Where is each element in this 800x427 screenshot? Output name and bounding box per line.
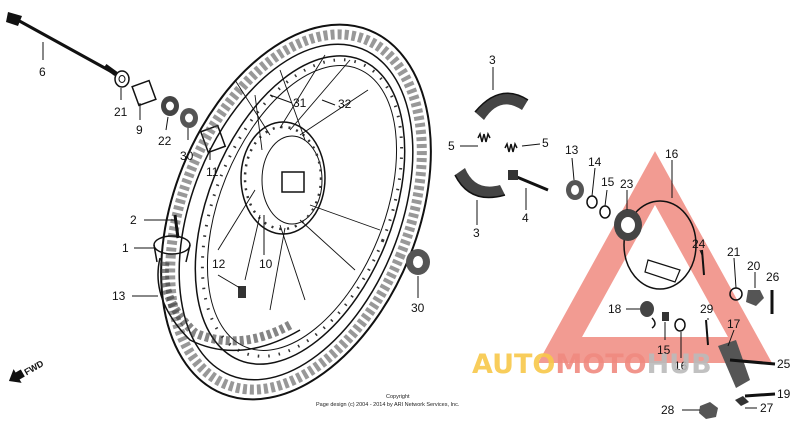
part-label-27: 27 [760, 401, 774, 415]
svg-text:AUTOMOTOHUB: AUTOMOTOHUB [472, 349, 712, 380]
hardware-parts [640, 249, 776, 419]
bearing-part-2 [180, 108, 198, 128]
arrow-left-icon [8, 369, 25, 383]
part-label-3-lower: 3 [473, 226, 480, 240]
part-label-31: 31 [293, 96, 307, 110]
brake-shoe-lower [454, 168, 506, 199]
fwd-label: FWD [23, 358, 46, 377]
part-label-3-upper: 3 [489, 53, 496, 67]
part-label-14: 16 [665, 147, 679, 161]
watermark-moto: MOTO [555, 349, 646, 380]
part-label-29: 29 [700, 302, 714, 316]
rim-band-part [173, 214, 180, 239]
watermark-auto: AUTO [472, 349, 555, 380]
copyright-title: Copyright [386, 394, 410, 400]
part-label-20: 20 [747, 259, 761, 273]
part-label-4: 4 [522, 211, 529, 225]
part-label-2: 2 [130, 213, 137, 227]
part-label-11: 13 [112, 289, 126, 303]
part-label-21-right: 21 [727, 245, 741, 259]
axle-part [6, 12, 118, 77]
part-label-13-lower: 15 [601, 175, 615, 189]
bearing-part [161, 96, 179, 116]
part-label-5-right: 5 [542, 136, 549, 150]
part-label-6: 6 [39, 65, 46, 79]
part-label-30: 30 [180, 149, 194, 163]
watermark-hub: HUB [647, 349, 712, 380]
bearing-part-3 [406, 249, 430, 275]
leader-lines [42, 42, 775, 411]
part-label-16: 16 [674, 359, 688, 373]
spring-part [477, 131, 518, 153]
part-label-10: 12 [212, 257, 226, 271]
valve-part [238, 286, 246, 298]
brake-cam-part [508, 170, 549, 192]
fwd-indicator: FWD [8, 358, 46, 383]
brake-shoe-upper [474, 92, 529, 120]
part-label-9: 11 [206, 165, 219, 179]
washer-part [114, 70, 130, 88]
part-label-7: 9 [136, 123, 143, 137]
part-label-17: 17 [727, 317, 741, 331]
brake-panel-part [614, 200, 697, 290]
part-label-24: 24 [692, 237, 706, 251]
part-label-15: 15 [657, 343, 671, 357]
part-label-18: 18 [608, 302, 622, 316]
tube-part [153, 235, 191, 263]
part-label-21: 21 [114, 105, 128, 119]
part-label-13-upper: 14 [588, 155, 602, 169]
watermark-wordmark: AUTOMOTOHUB [472, 349, 712, 380]
part-label-12: 13 [565, 143, 579, 157]
part-label-23: 23 [620, 177, 634, 191]
part-labels: 6 21 9 22 30 11 31 32 10 2 1 12 13 30 3 … [39, 53, 791, 417]
wheel-assembly [160, 23, 432, 401]
tire-part [157, 257, 301, 352]
part-label-25: 25 [777, 357, 791, 371]
part-label-30-lower: 30 [411, 301, 425, 315]
part-label-5-left: 5 [448, 139, 455, 153]
copyright-notice: Page design (c) 2004 - 2014 by ARI Netwo… [316, 402, 460, 408]
part-label-32: 32 [338, 97, 352, 111]
part-label-22: 22 [158, 134, 172, 148]
spacer-part [131, 79, 157, 107]
part-label-19: 19 [777, 387, 791, 401]
part-label-1: 1 [122, 241, 129, 255]
part-label-8: 10 [259, 257, 273, 271]
part-label-28: 28 [661, 403, 675, 417]
part-label-26: 26 [766, 270, 780, 284]
